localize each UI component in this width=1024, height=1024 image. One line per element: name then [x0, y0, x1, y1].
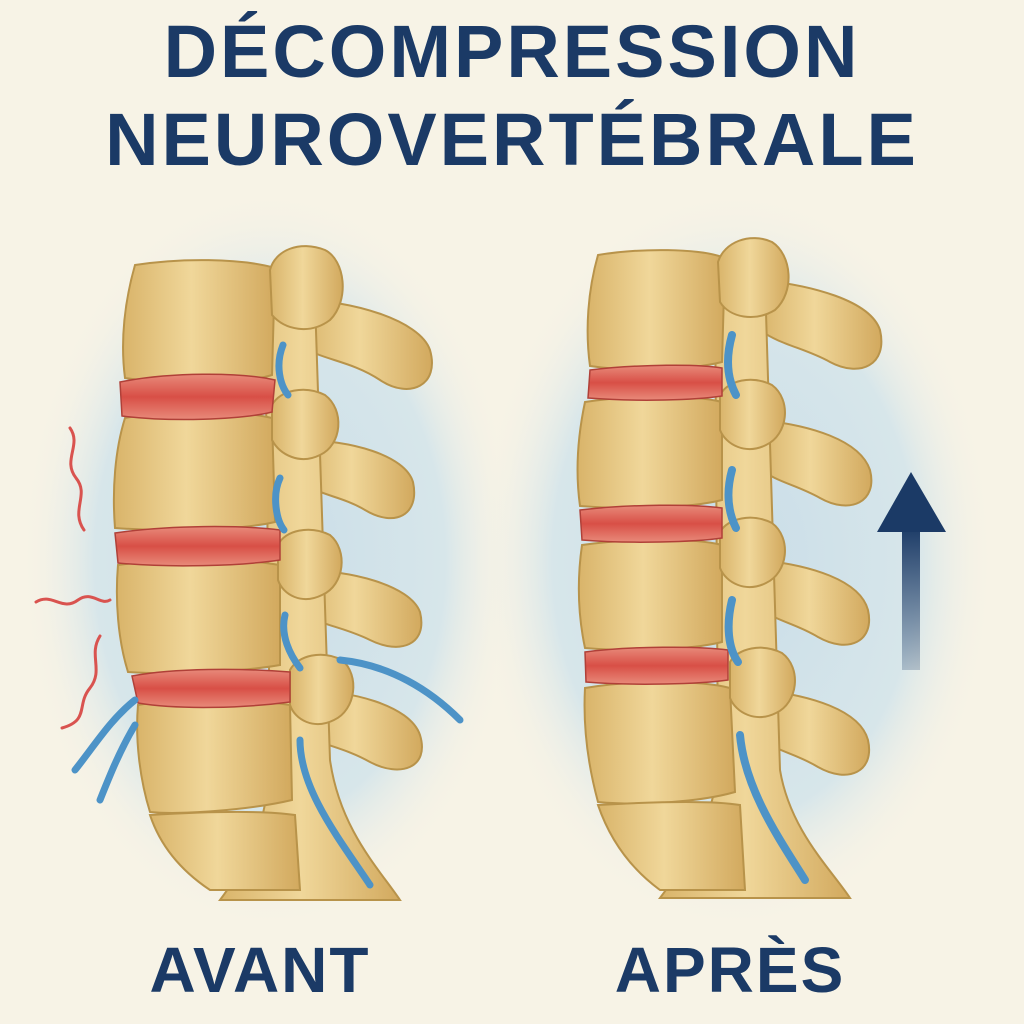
spinous-process: [759, 688, 871, 776]
intervertebral-disc-healthy: [587, 364, 723, 401]
articular-process: [289, 653, 355, 725]
vertebral-body: [122, 259, 277, 384]
spinous-process: [299, 298, 433, 390]
spine-before: [112, 245, 433, 901]
articular-process: [268, 245, 344, 331]
nerve-root: [296, 736, 374, 889]
sacral-base: [148, 810, 302, 891]
arrow-up-icon: [877, 472, 946, 670]
pain-squiggle-icon: [60, 634, 102, 730]
intervertebral-disc-compressed: [119, 373, 276, 421]
pain-squiggle-icon: [34, 595, 112, 606]
pain-squiggle-icon: [68, 426, 86, 532]
nerves-after: [724, 331, 809, 884]
arrow-up-icon-shaft: [902, 525, 920, 670]
spinous-process: [299, 438, 416, 520]
nerve-root: [275, 341, 292, 399]
nerve-root: [724, 596, 742, 666]
nerve-branch: [336, 656, 464, 724]
discs-before: [114, 373, 291, 709]
nerve-branch: [71, 696, 139, 774]
vertebral-body: [583, 681, 737, 805]
vertebral-body: [576, 395, 723, 509]
spinous-process: [759, 278, 883, 370]
intervertebral-disc-compressed: [114, 525, 281, 567]
intervertebral-disc-healthy: [579, 504, 723, 543]
articular-process: [277, 528, 343, 600]
nerve-branch: [96, 721, 139, 804]
spinous-process: [759, 558, 871, 646]
nerve-root: [280, 611, 304, 672]
articular-process: [271, 388, 340, 460]
arrow-up-icon-head: [877, 472, 946, 532]
vertebral-body: [136, 698, 294, 814]
label-before: AVANT: [149, 934, 371, 1006]
vertebral-body: [577, 538, 723, 651]
page-title-line-1: DÉCOMPRESSION: [163, 10, 861, 93]
label-after: APRÈS: [614, 934, 846, 1006]
spinous-process: [759, 418, 873, 507]
nerve-root: [724, 466, 740, 532]
articular-process: [719, 516, 786, 588]
nerves-before: [71, 341, 464, 889]
nerve-root: [736, 731, 809, 884]
nerve-root: [272, 474, 288, 534]
posterior-column: [218, 299, 402, 901]
sacral-base: [596, 800, 747, 891]
intervertebral-disc-compressed: [131, 668, 291, 709]
vertebral-body: [586, 249, 727, 371]
articular-process: [729, 646, 796, 718]
vertebral-body: [115, 558, 281, 675]
pain-squiggle-icon: [34, 426, 112, 730]
page-title-line-2: NEUROVERTÉBRALE: [105, 98, 919, 181]
nerve-root: [724, 331, 740, 399]
articular-process: [716, 237, 790, 318]
intervertebral-disc-healthy: [584, 646, 729, 685]
discs-after: [579, 364, 729, 685]
vertebral-body: [112, 411, 277, 531]
